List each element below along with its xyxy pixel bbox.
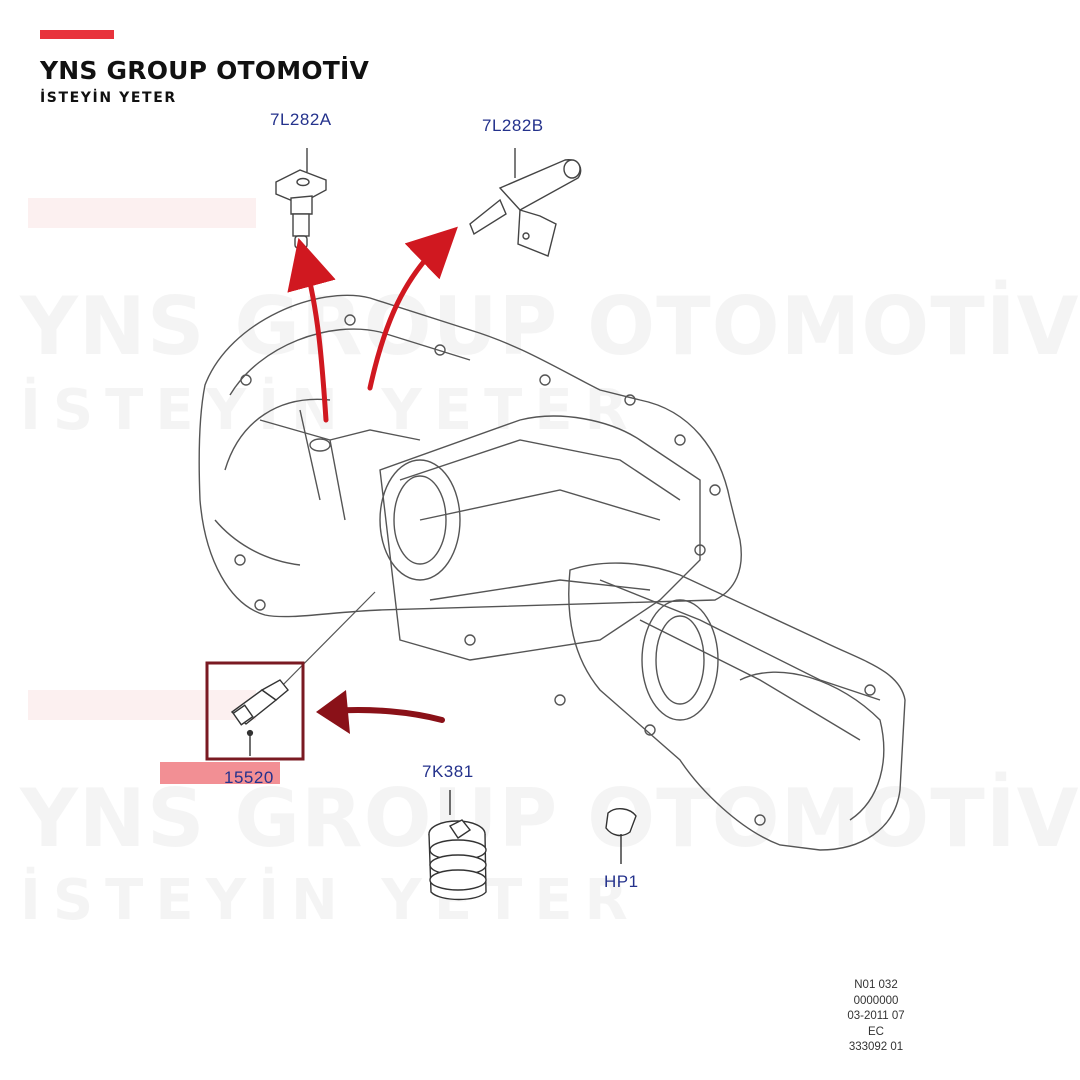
- document-code-line: 0000000: [853, 994, 899, 1007]
- highlight-box: [205, 661, 305, 761]
- plug-hp1-drawing: [605, 808, 637, 864]
- sensor-7l282a-drawing: [275, 148, 327, 249]
- part-label-highlight: [160, 762, 280, 784]
- brand-title: YNS GROUP OTOMOTİV: [40, 56, 370, 85]
- part-label-7l282b: 7L282B: [482, 116, 544, 135]
- switch-15520-drawing: [230, 679, 289, 756]
- arrow-to-7l282b: [367, 226, 458, 391]
- part-label-7k381: 7K381: [422, 762, 474, 781]
- part-label-hp1: HP1: [604, 872, 639, 891]
- document-code-line: EC: [868, 1025, 884, 1038]
- transmission-housing: [198, 294, 906, 851]
- cap-7k381-drawing: [428, 790, 487, 901]
- document-code-line: N01 032: [854, 979, 898, 991]
- document-code: N01 032 0000000 03-2011 07 EC 333092 01: [820, 978, 932, 1056]
- arrow-head-15520: [316, 690, 350, 734]
- part-label-7l282a: 7L282A: [270, 110, 332, 129]
- arrow-to-7l282a: [287, 237, 336, 423]
- sensor-7l282b-drawing: [469, 148, 582, 257]
- document-code-line: 03-2011 07: [847, 1010, 905, 1022]
- leader-line-15520: [267, 591, 376, 701]
- document-code-line: 333092 01: [848, 1041, 904, 1053]
- brand-accent-bar: [40, 30, 114, 39]
- part-label-15520: 15520: [224, 768, 274, 787]
- brand-slogan: İSTEYİN YETER: [40, 90, 177, 106]
- watermark-strip: [28, 690, 256, 720]
- watermark-strip: [28, 198, 256, 228]
